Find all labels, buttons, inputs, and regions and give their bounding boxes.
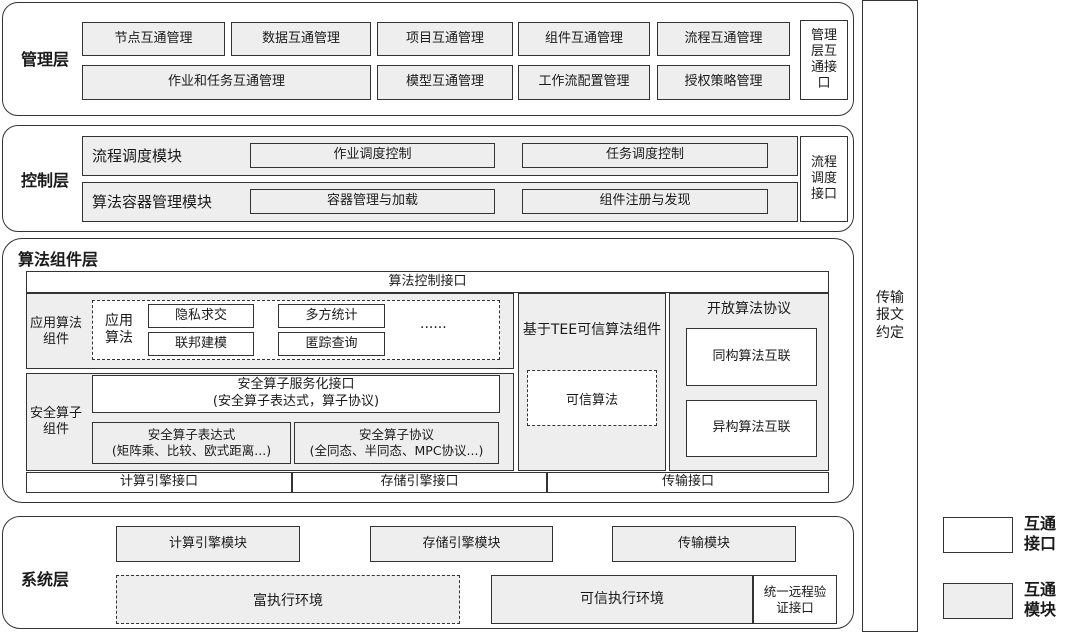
mgmt-interface-label: 管理层互通接口 bbox=[810, 27, 837, 92]
mgmt-module-node: 节点互通管理 bbox=[82, 22, 225, 56]
legend-interface-text: 互通接口 bbox=[1024, 514, 1057, 553]
rich-execution-env: 富执行环境 bbox=[116, 575, 460, 624]
tee-algo-title-text: 基于TEE可信算法组件 bbox=[522, 322, 662, 339]
algo-container-label: 算法容器管理模块 bbox=[92, 193, 213, 211]
remote-attestation-interface: 统一远程验证接口 bbox=[753, 575, 837, 624]
secure-operator-label: 安全算子组件 bbox=[30, 400, 82, 444]
flow-dispatch-label: 流程调度模块 bbox=[92, 147, 183, 165]
secure-expr-line2: (矩阵乘、比较、欧式距离...) bbox=[111, 443, 272, 458]
transport-module: 传输模块 bbox=[612, 526, 796, 562]
flow-dispatch-interface-label: 流程调度接口 bbox=[810, 154, 837, 203]
tee-algo-title: 基于TEE可信算法组件 bbox=[522, 310, 662, 352]
secure-operator-label-text: 安全算子组件 bbox=[30, 405, 83, 437]
mgmt-interface: 管理层互通接口 bbox=[800, 20, 848, 100]
mgmt-module-model: 模型互通管理 bbox=[377, 65, 513, 100]
legend-interface-label: 互通接口 bbox=[1024, 514, 1064, 554]
transport-message-convention: 传输报文约定 bbox=[862, 0, 918, 632]
algorithm-layer-title: 算法组件层 bbox=[18, 250, 99, 269]
open-algo-title: 开放算法协议 bbox=[707, 301, 791, 317]
task-dispatch-control: 任务调度控制 bbox=[522, 143, 768, 168]
storage-engine-interface: 存储引擎接口 bbox=[292, 472, 547, 493]
control-layer-title: 控制层 bbox=[20, 171, 69, 190]
transport-interface: 传输接口 bbox=[547, 472, 829, 493]
app-algo-label: 应用算法 bbox=[100, 308, 138, 352]
mgmt-module-data: 数据互通管理 bbox=[231, 22, 371, 56]
trusted-execution-env: 可信执行环境 bbox=[491, 575, 753, 624]
trusted-algo-box: 可信算法 bbox=[527, 370, 657, 426]
app-algo-component-label: 应用算法组件 bbox=[30, 310, 82, 354]
secure-operator-protocol: 安全算子协议 (全同态、半同态、MPC协议...) bbox=[294, 422, 499, 464]
job-dispatch-control: 作业调度控制 bbox=[250, 143, 495, 168]
algo-control-interface: 算法控制接口 bbox=[26, 271, 829, 293]
secure-service-line1: 安全算子服务化接口 bbox=[237, 377, 355, 393]
legend-module-label: 互通模块 bbox=[1024, 580, 1064, 620]
app-algo-more: ...... bbox=[420, 316, 447, 332]
secure-proto-line2: (全同态、半同态、MPC协议...) bbox=[309, 443, 484, 458]
mgmt-module-component: 组件互通管理 bbox=[518, 22, 650, 56]
legend-interface-swatch bbox=[943, 517, 1013, 553]
mgmt-module-workflow: 工作流配置管理 bbox=[518, 65, 650, 100]
legend-module-text: 互通模块 bbox=[1024, 580, 1057, 619]
storage-engine-module: 存储引擎模块 bbox=[370, 526, 553, 562]
compute-engine-module: 计算引擎模块 bbox=[116, 526, 300, 562]
secure-operator-expression: 安全算子表达式 (矩阵乘、比较、欧式距离...) bbox=[92, 422, 291, 464]
legend-module-swatch bbox=[943, 583, 1013, 619]
multiparty-stats-module: 多方统计 bbox=[278, 304, 385, 328]
mgmt-module-job-task: 作业和任务互通管理 bbox=[82, 65, 371, 100]
system-layer-title: 系统层 bbox=[20, 570, 69, 589]
flow-dispatch-interface: 流程调度接口 bbox=[800, 136, 848, 222]
secure-proto-line1: 安全算子协议 bbox=[358, 426, 434, 442]
component-register-control: 组件注册与发现 bbox=[522, 189, 768, 214]
container-load-control: 容器管理与加载 bbox=[250, 189, 495, 214]
secure-operator-service-interface: 安全算子服务化接口 (安全算子表达式，算子协议) bbox=[92, 375, 500, 413]
heterogeneous-interconnect: 异构算法互联 bbox=[686, 400, 817, 457]
psi-module: 隐私求交 bbox=[148, 304, 254, 328]
app-algo-component-text: 应用算法组件 bbox=[30, 315, 83, 347]
secure-expr-line1: 安全算子表达式 bbox=[147, 426, 236, 442]
secure-service-line2: (安全算子表达式，算子协议) bbox=[212, 394, 380, 409]
remote-attestation-label: 统一远程验证接口 bbox=[763, 583, 827, 615]
mgmt-module-flow: 流程互通管理 bbox=[657, 22, 790, 56]
compute-engine-interface: 计算引擎接口 bbox=[26, 472, 292, 493]
app-algo-label-text: 应用算法 bbox=[105, 312, 133, 347]
transport-message-label: 传输报文约定 bbox=[876, 289, 904, 341]
mgmt-module-project: 项目互通管理 bbox=[377, 22, 513, 56]
homogeneous-interconnect: 同构算法互联 bbox=[686, 328, 817, 386]
mgmt-module-auth: 授权策略管理 bbox=[657, 65, 790, 100]
anonymous-query-module: 匿踪查询 bbox=[278, 332, 385, 356]
management-layer-title: 管理层 bbox=[20, 50, 69, 69]
federated-modeling-module: 联邦建模 bbox=[148, 332, 254, 356]
trusted-algo-text: 可信算法 bbox=[565, 392, 618, 408]
